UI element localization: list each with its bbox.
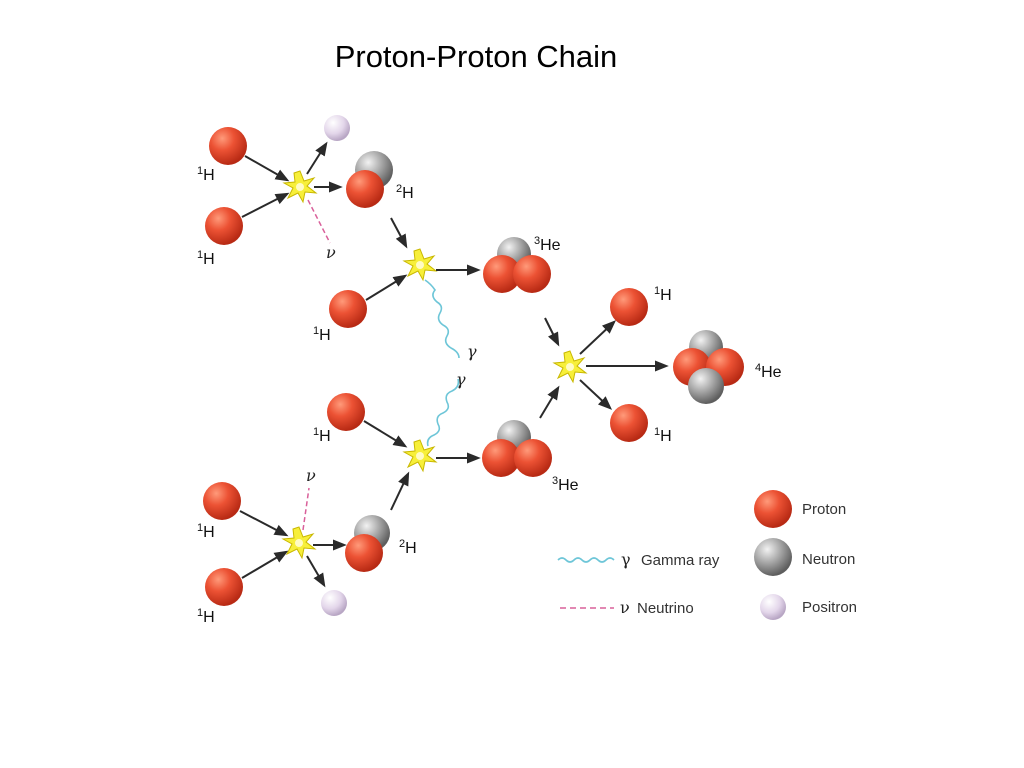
neutrino-symbol: ν [326,243,336,262]
arrow [390,471,410,511]
label-1h: 1H [197,165,215,184]
neutrino-path [302,487,310,531]
positron [321,590,347,616]
legend: γ Gamma ray ν Neutrino Proton Neutron Po… [557,490,857,620]
neutrino-path [307,199,331,244]
label-1h: 1H [654,285,672,304]
arrow [544,317,560,347]
arrow [306,141,328,175]
proton [205,568,243,606]
proton [209,127,247,165]
label-1h: 1H [313,325,331,344]
gamma-symbol: γ [467,342,477,361]
arrow [539,385,560,419]
legend-proton-label: Proton [802,501,846,518]
neutrino-symbol: ν [306,466,316,485]
proton [513,255,551,293]
arrow [241,192,290,218]
proton [329,290,367,328]
arrow [365,274,408,301]
fusion-flash [553,350,587,383]
label-1h: 1H [197,522,215,541]
legend-gamma-label: Gamma ray [641,552,720,569]
label-1h: 1H [197,249,215,268]
legend-gamma-symbol: γ [621,550,631,569]
reaction-2-top: 1H γ 3He [313,217,561,361]
arrow [579,379,613,410]
legend-positron-label: Positron [802,599,857,616]
label-2h: 2H [399,538,417,557]
proton [203,482,241,520]
gamma-ray-wave [426,378,460,447]
reaction-2-bottom: 1H γ 3He [313,370,579,511]
neutron [688,368,724,404]
legend-proton-swatch [754,490,792,528]
arrow [579,320,617,355]
label-2h: 2H [396,183,414,202]
legend-neutrino-symbol: ν [620,598,630,617]
label-3he: 3He [552,475,579,494]
arrow [241,550,289,579]
proton [346,170,384,208]
fusion-flash [283,170,317,203]
gamma-ray-wave [424,279,460,359]
reaction-1-top: 1H 1H ν 2H [197,115,414,268]
reaction-3-final: 1H 1H 4He [539,285,782,445]
legend-positron-swatch [760,594,786,620]
label-3he: 3He [534,235,561,254]
proton [610,404,648,442]
proton [205,207,243,245]
legend-neutron-label: Neutron [802,551,855,568]
fusion-flash [403,248,437,281]
label-1h: 1H [654,426,672,445]
arrow [363,420,408,448]
arrow [390,217,408,249]
proton [327,393,365,431]
page-title: Proton-Proton Chain [335,39,618,74]
legend-neutron-swatch [754,538,792,576]
proton [482,439,520,477]
arrow [239,510,289,537]
label-4he: 4He [755,362,782,381]
arrow [244,155,290,182]
label-1h: 1H [313,426,331,445]
arrow [306,555,326,588]
reaction-1-bottom: 1H 1H ν 2H [197,466,417,626]
proton [345,534,383,572]
proton [483,255,521,293]
legend-neutrino-label: Neutrino [637,600,694,617]
positron [324,115,350,141]
proton [514,439,552,477]
proton [610,288,648,326]
legend-gamma-wave [557,557,615,563]
fusion-flash [282,526,316,559]
label-1h: 1H [197,607,215,626]
fusion-flash [403,439,437,472]
gamma-symbol: γ [456,370,466,389]
